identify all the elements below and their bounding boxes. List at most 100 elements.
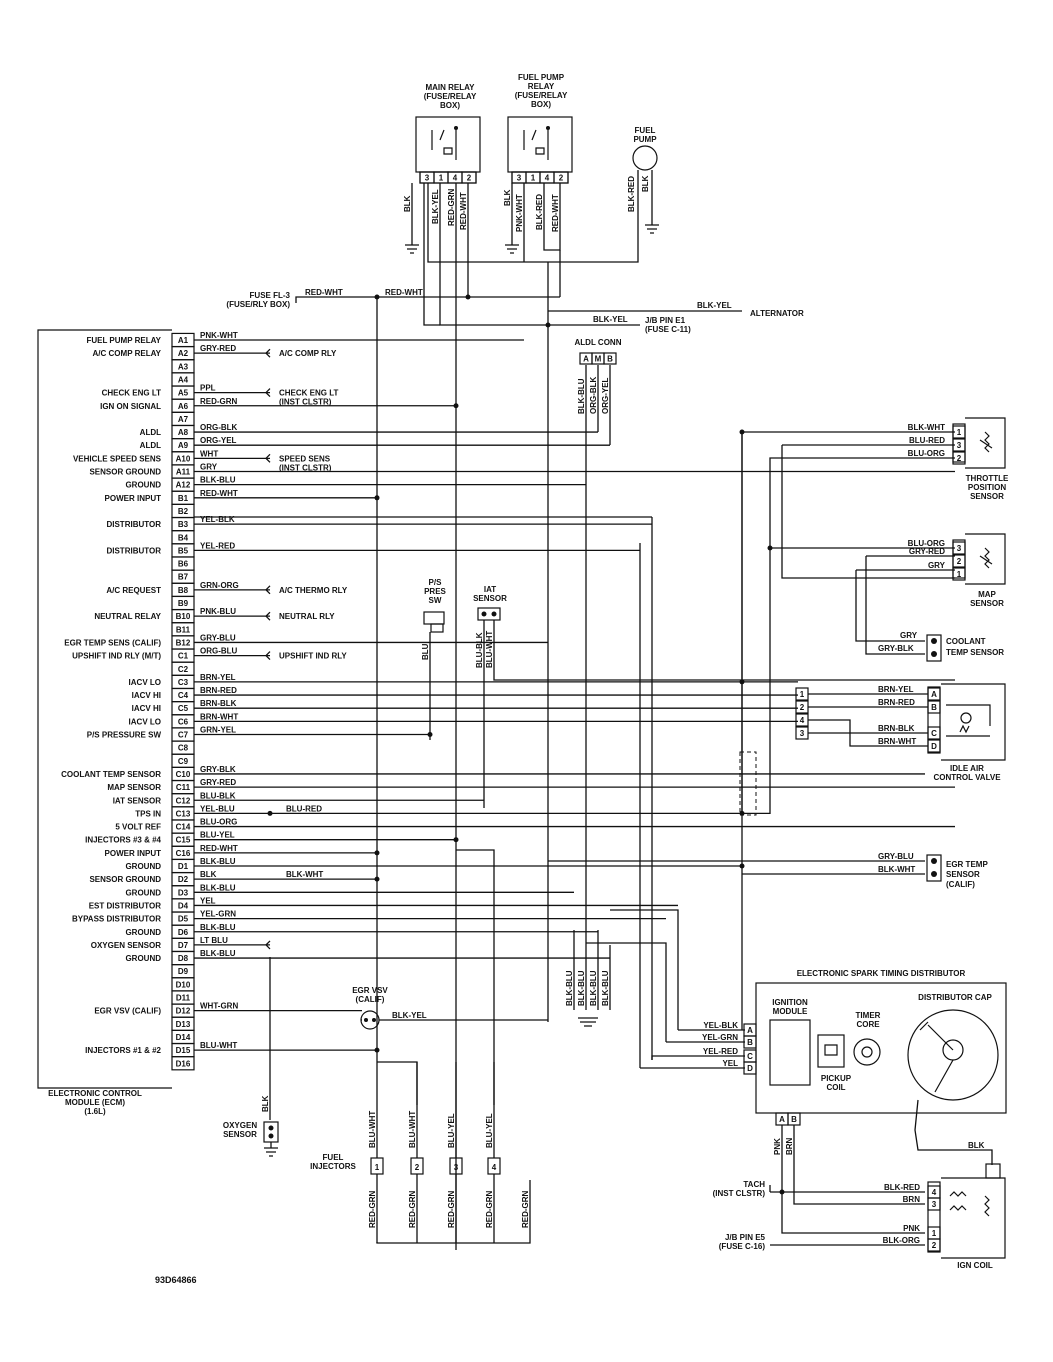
aldl-pin-2: B	[607, 355, 613, 364]
tps-pin-0: 1	[957, 428, 962, 437]
ecm-pin-c5-id: C5	[178, 704, 189, 713]
ign-coil-pin-2: 1	[932, 1229, 937, 1238]
o2-title-2: SENSOR	[223, 1130, 257, 1139]
map-pin-box-1	[952, 554, 966, 568]
ecm-pin-d15-id: D15	[176, 1046, 191, 1055]
ecm-title-3: (1.6L)	[84, 1107, 106, 1116]
ecm-pin-c4-wire-label: BRN-RED	[200, 686, 237, 695]
ecm-pin-a12-label: GROUND	[125, 481, 161, 490]
ecm-pin-d1-label: GROUND	[125, 862, 161, 871]
tps-sensor: 132 THROTTLE POSITION SENSOR	[952, 417, 1009, 501]
ecm-pin-b11-id: B11	[176, 625, 191, 634]
ecm-pin-c12-wire-label: BLU-BLK	[200, 791, 236, 800]
injector-3-num: 3	[454, 1163, 459, 1172]
tps-title-3: SENSOR	[970, 492, 1004, 501]
ecm-pin-d5-wire-label: YEL-GRN	[200, 910, 236, 919]
dist-bottom-pin-1: B	[791, 1115, 797, 1124]
iacv-splice-pin-3: 3	[800, 729, 805, 738]
ecm-pin-d3-id: D3	[178, 888, 189, 897]
ecm-pin-d5-label: BYPASS DISTRIBUTOR	[72, 915, 161, 924]
coolant-title-2: TEMP SENSOR	[946, 648, 1004, 657]
coolant-sensor: COOLANT TEMP SENSOR GRY GRY-BLK	[878, 631, 1004, 662]
ecm-pin-a9-id: A9	[178, 441, 189, 450]
main-relay-pin-1: 1	[439, 174, 444, 183]
ground-wire-1: BLK-BLU	[565, 970, 574, 1006]
aldl-wire-1: BLK-BLU	[577, 378, 586, 414]
map-pin-1: 2	[957, 557, 962, 566]
aldl-wire-2: ORG-BLK	[589, 376, 598, 414]
ecm-pin-c1-id: C1	[178, 652, 189, 661]
injectors-title-1: FUEL	[323, 1153, 344, 1162]
ecm-pin-c16-label: POWER INPUT	[105, 849, 162, 858]
fp-relay-pin-0: 3	[517, 174, 522, 183]
ecm-pin-a10-id: A10	[176, 454, 191, 463]
ecm-pin-c1-arrow	[265, 651, 271, 661]
map-pin-2: 1	[957, 570, 962, 579]
tps-pin-box-1	[952, 438, 966, 452]
ecm-pin-b5-id: B5	[178, 546, 189, 555]
injector-1-num: 1	[375, 1163, 380, 1172]
mr-wire-1: BLK	[403, 195, 412, 212]
fuel-injectors: FUEL INJECTORS 1BLU-WHTRED-GRN2BLU-WHTRE…	[310, 849, 531, 1244]
fpr-wire-1: BLK	[503, 189, 512, 206]
ecm-pin-a10-arrow	[265, 453, 271, 463]
ecm-pin-b10-label: NEUTRAL RELAY	[94, 612, 161, 621]
ecm-pin-b12-label: EGR TEMP SENS (CALIF)	[64, 638, 161, 647]
injector-common-wire: RED-GRN	[521, 1190, 530, 1228]
egr-vsv: EGR VSV (CALIF) BLK-YEL	[352, 986, 427, 1030]
tps-pin-box-0	[952, 425, 966, 439]
injector-1-bottom-wire: RED-GRN	[368, 1190, 377, 1228]
coolant-wire-2: GRY-BLK	[878, 644, 914, 653]
ecm-pin-d8-id: D8	[178, 954, 189, 963]
egr-vsv-title-2: (CALIF)	[356, 995, 385, 1004]
main-relay-pin-0: 3	[425, 174, 430, 183]
ecm-pin-b1-label: POWER INPUT	[105, 494, 162, 503]
alt-wire: BLK-YEL	[697, 301, 732, 310]
fuel-pump-title-2: PUMP	[633, 135, 657, 144]
ecm-pin-d12-id: D12	[176, 1007, 191, 1016]
ecm-pin-d12-label: EGR VSV (CALIF)	[94, 1007, 161, 1016]
egr-vsv-wire: BLK-YEL	[392, 1011, 427, 1020]
ign-coil-wire-1: BRN	[903, 1195, 921, 1204]
ecm-pin-d12-wire-label: WHT-GRN	[200, 1002, 238, 1011]
fuse-label: FUSE FL-3	[250, 291, 291, 300]
ecm-pin-a10-label: VEHICLE SPEED SENS	[73, 454, 162, 463]
timer-title-2: CORE	[856, 1020, 880, 1029]
ign-coil-wire-0: BLK-RED	[884, 1183, 920, 1192]
ecm-title-1: ELECTRONIC CONTROL	[48, 1089, 142, 1098]
iacv-splice-pin-2: 4	[800, 716, 805, 725]
map-wire-label-1: GRY-RED	[909, 547, 945, 556]
ecm-pin-d1-id: D1	[178, 862, 189, 871]
dist-cap-title: DISTRIBUTOR CAP	[918, 993, 992, 1002]
iacv-splice-pin-0: 1	[800, 690, 805, 699]
ecm-pin-c5-label: IACV HI	[132, 704, 161, 713]
ecm-pin-a8-id: A8	[178, 428, 189, 437]
ps-pressure-switch: P/S PRES SW BLU	[421, 578, 447, 740]
ecm-pin-c16-wire-label: RED-WHT	[200, 844, 238, 853]
jb-e1-wire: BLK-YEL	[593, 315, 628, 324]
injector-4-bottom-wire: RED-GRN	[485, 1190, 494, 1228]
ps-sw-wire: BLU	[421, 643, 430, 660]
ecm-pin-a6-id: A6	[178, 402, 189, 411]
ecm-pin-c14-wire-label: BLU-ORG	[200, 818, 237, 827]
jb-e5-sub: (FUSE C-16)	[719, 1242, 766, 1251]
fuel-pump-title-1: FUEL	[635, 126, 656, 135]
iacv-wire-2: BRN-BLK	[878, 724, 915, 733]
injector-bus	[377, 849, 495, 1105]
ground-wire-2: BLK-BLU	[577, 970, 586, 1006]
ecm-pin-b8-label: A/C REQUEST	[106, 586, 161, 595]
pickup-title-2: COIL	[826, 1083, 845, 1092]
aldl-wire-3: ORG-YEL	[601, 377, 610, 414]
fp-relay-pin-3: 2	[559, 174, 564, 183]
ecm-pin-c11-wire-label: GRY-RED	[200, 778, 236, 787]
dist-pin-3: D	[747, 1064, 753, 1073]
injector-4-num: 4	[492, 1163, 497, 1172]
mr-wire-3: RED-GRN	[447, 188, 456, 226]
dist-pin-1: B	[747, 1038, 753, 1047]
tps-wire-label-2: BLU-ORG	[908, 449, 945, 458]
ecm-pin-a3-id: A3	[178, 362, 189, 371]
dest-ac_comp: A/C COMP RLY	[279, 349, 337, 358]
ecm-pin-d11-id: D11	[176, 994, 191, 1003]
egr-temp-title-1: EGR TEMP	[946, 860, 988, 869]
